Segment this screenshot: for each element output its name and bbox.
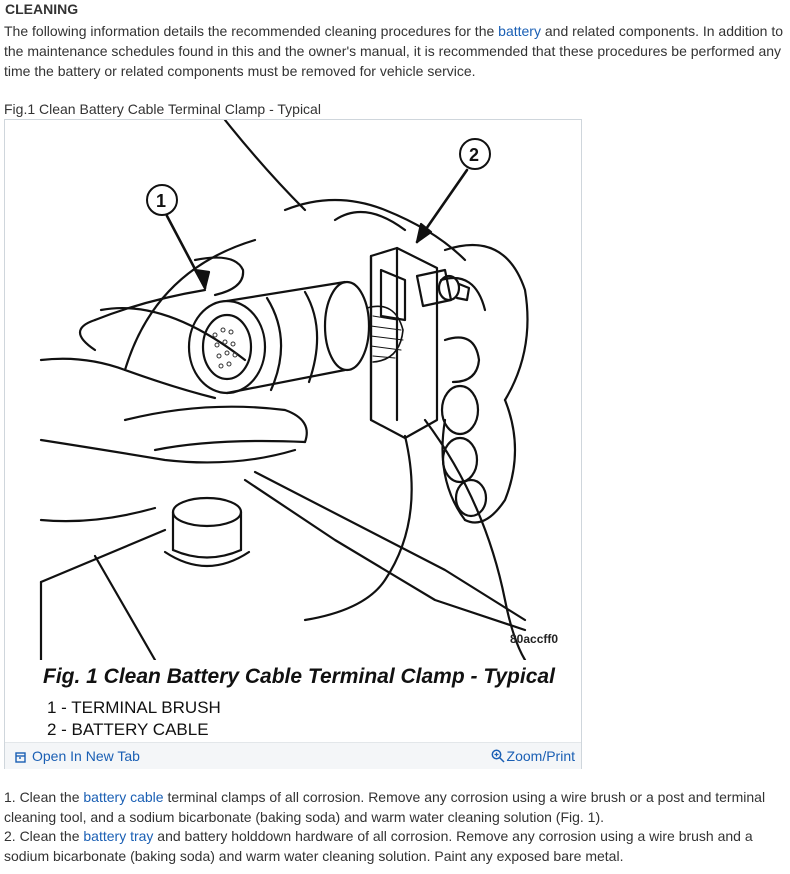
callout-2-label: 2	[469, 145, 480, 165]
figure-title: Fig. 1 Clean Battery Cable Terminal Clam…	[43, 665, 555, 688]
section-heading: CLEANING	[5, 1, 79, 17]
step-text-start: 1. Clean the	[4, 789, 84, 805]
list-item: 2. Clean the battery tray and battery ho…	[4, 827, 788, 866]
open-in-new-tab-icon	[15, 750, 27, 766]
steps-list: 1. Clean the battery cable terminal clam…	[4, 788, 788, 866]
step-text-end: and battery holddown hardware of all cor…	[4, 828, 753, 864]
magnifier-zoom-icon	[491, 749, 505, 766]
step-text-start: 2. Clean the	[4, 828, 84, 844]
zoom-print-link[interactable]: Zoom/Print	[491, 748, 575, 766]
battery-cleaning-illustration	[39, 120, 529, 660]
battery-cable-link[interactable]: battery cable	[83, 789, 164, 805]
figure-caption: Fig.1 Clean Battery Cable Terminal Clamp…	[4, 101, 321, 117]
intro-text-start: The following information details the re…	[4, 23, 499, 39]
zoom-print-label: Zoom/Print	[506, 748, 575, 764]
intro-paragraph: The following information details the re…	[4, 21, 788, 81]
battery-link[interactable]: battery	[498, 23, 541, 39]
battery-tray-link[interactable]: battery tray	[83, 828, 154, 844]
open-in-new-tab-link[interactable]: Open In New Tab	[15, 748, 140, 766]
callout-1-label: 1	[156, 191, 167, 211]
legend-item: 2 - BATTERY CABLE	[47, 720, 209, 739]
figure-toolbar: Open In New Tab Zoom/Print	[5, 742, 581, 769]
open-in-new-tab-label: Open In New Tab	[32, 748, 140, 764]
figure-code: 80accff0	[510, 632, 559, 646]
figure-container: 1 2 80accff0 Fig. 1 Clean Battery Cable …	[4, 119, 582, 769]
figure-legend: 1 - TERMINAL BRUSH 2 - BATTERY CABLE	[47, 697, 221, 741]
intro-text-end: and related components. In addition to t…	[4, 23, 784, 79]
legend-item: 1 - TERMINAL BRUSH	[47, 698, 221, 717]
list-item: 1. Clean the battery cable terminal clam…	[4, 788, 788, 827]
step-text-end: terminal clamps of all corrosion. Remove…	[4, 789, 766, 825]
